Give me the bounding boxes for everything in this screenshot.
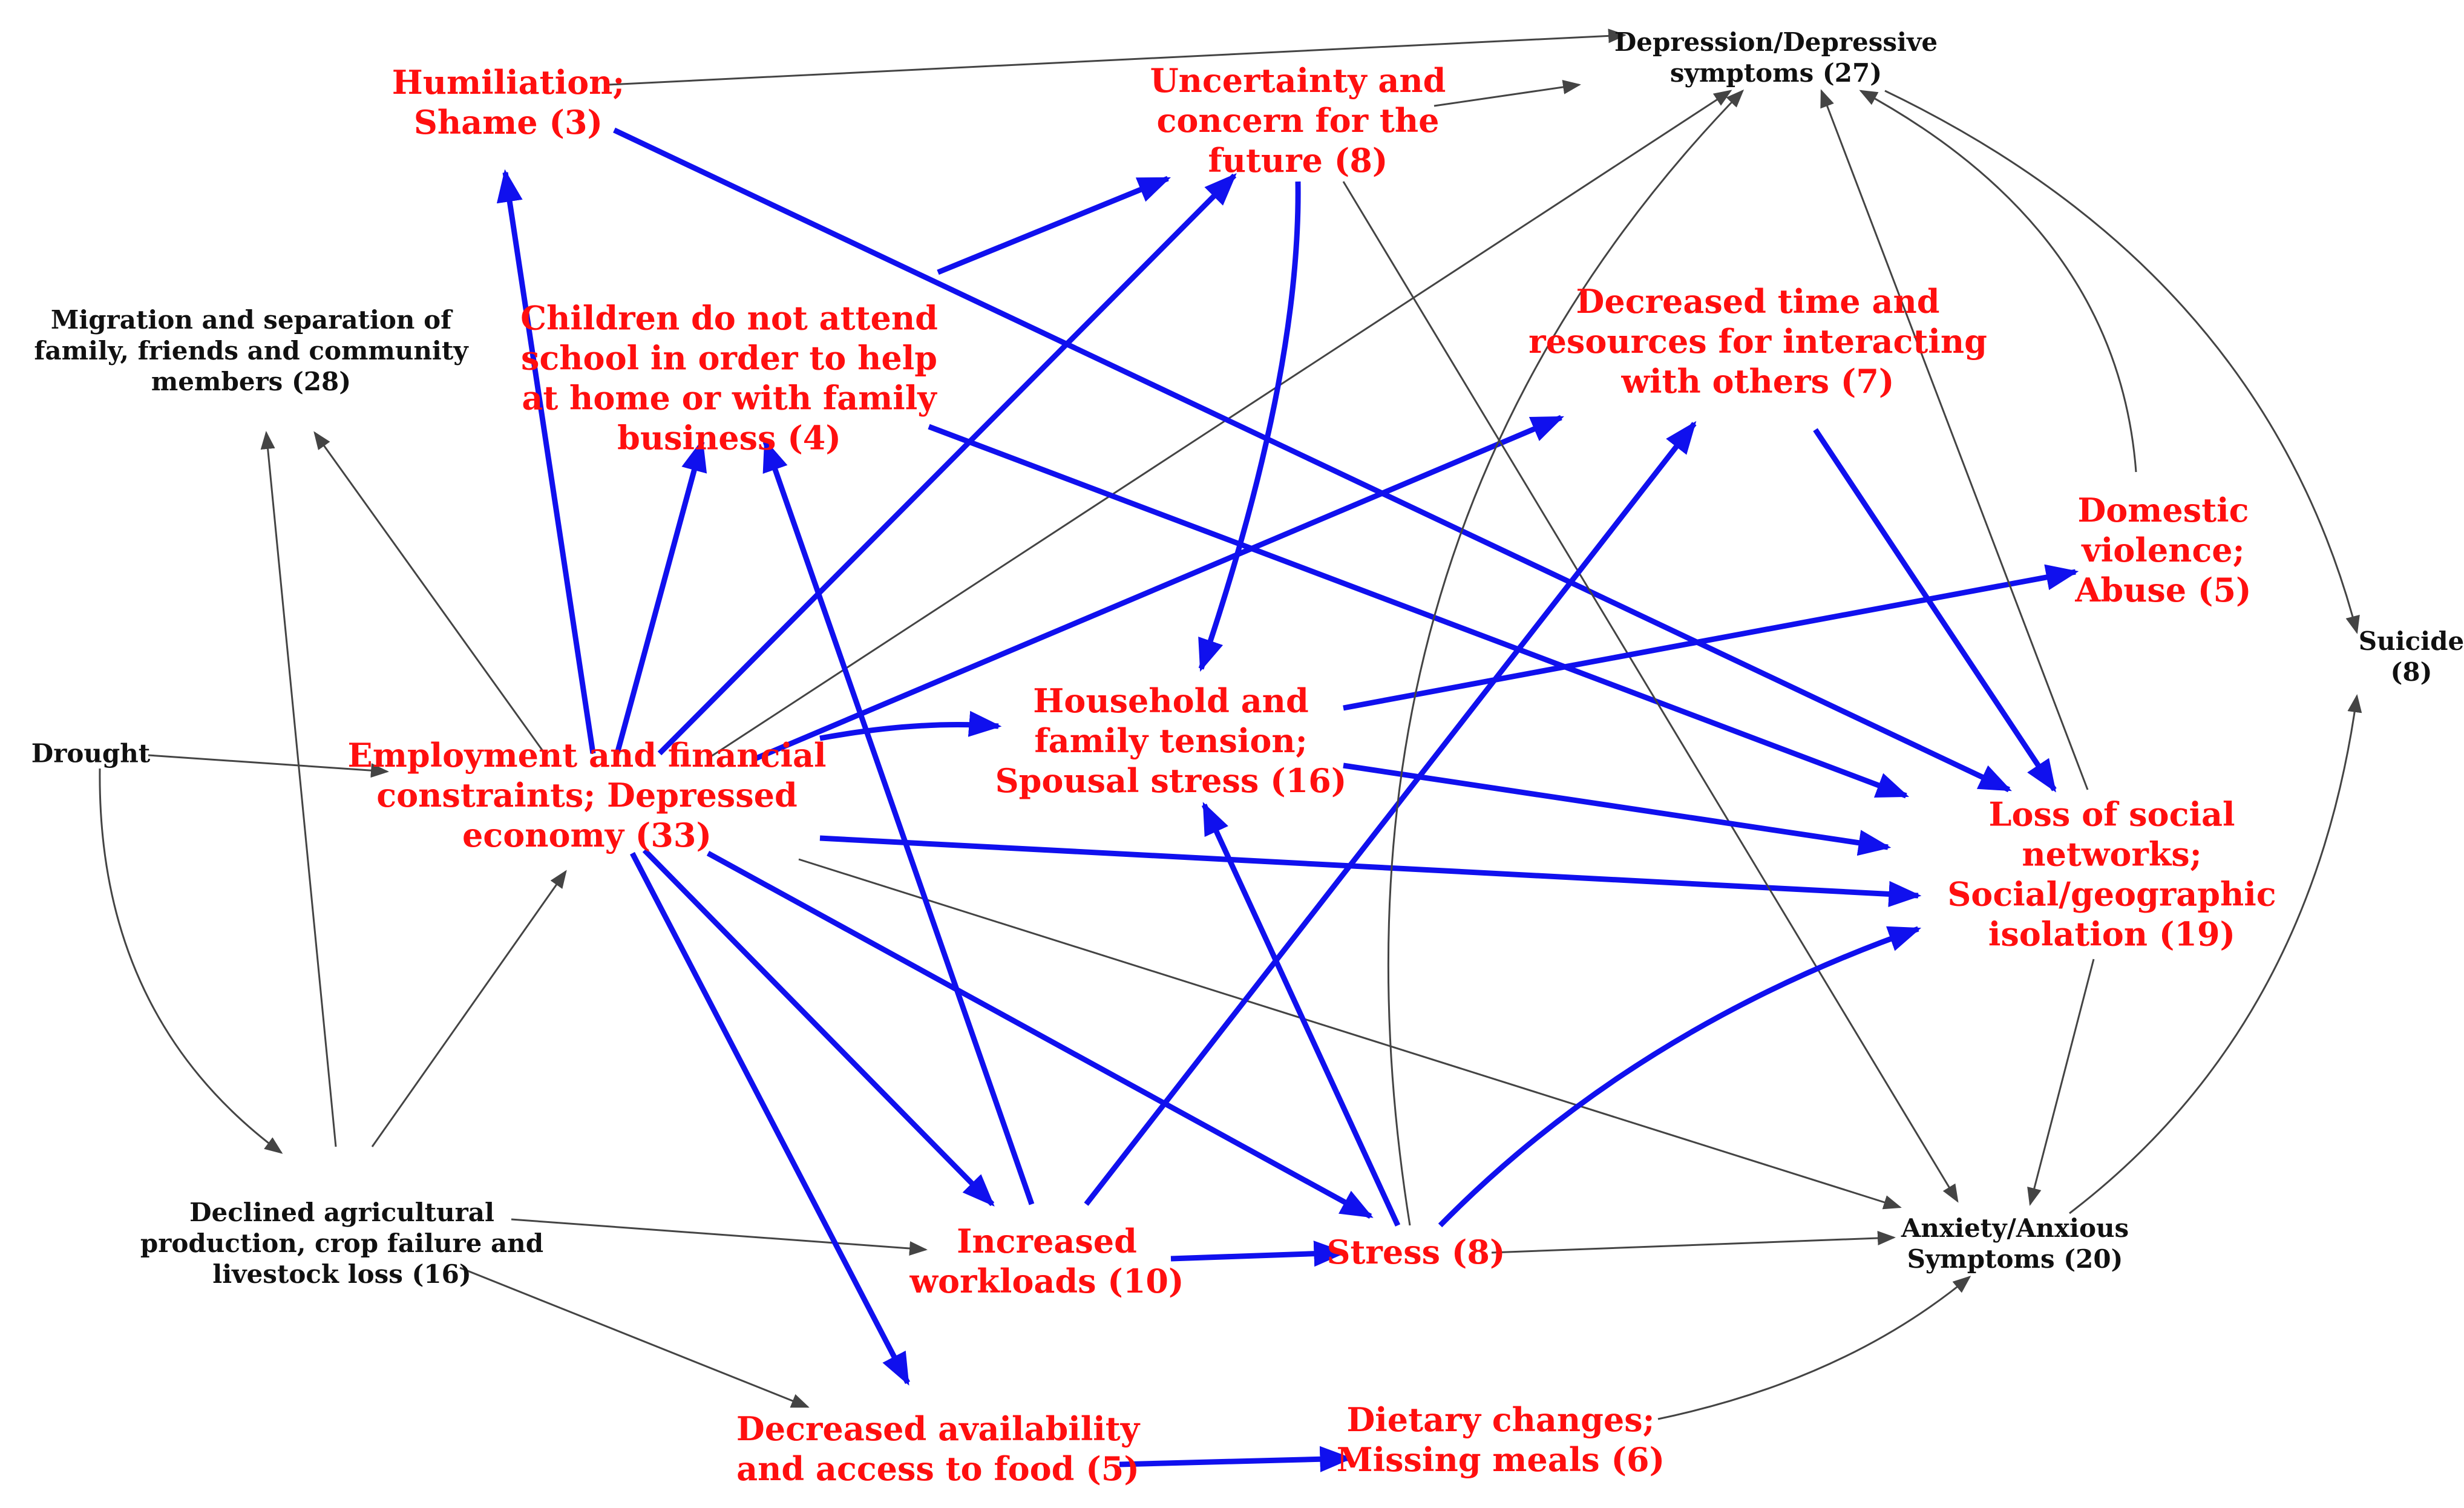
edge-food-to-dietary [1119, 1446, 1353, 1472]
edge-employment-to-workloads [642, 848, 995, 1207]
node-anxiety: Anxiety/Anxious Symptoms (20) [1901, 1213, 2129, 1274]
edge-employment-to-uncertainty [657, 173, 1237, 756]
edge-children-to-loss_social [928, 424, 1910, 799]
node-humiliation: Humiliation; Shame (3) [392, 63, 625, 142]
edge-dietary-to-anxiety [1657, 1276, 1971, 1420]
node-domestic: Domestic violence; Abuse (5) [2075, 491, 2252, 609]
edge-humiliation-to-depression [608, 28, 1627, 86]
edge-uncertainty-to-anxiety [1342, 181, 1959, 1203]
edge-domestic-to-depression [1859, 90, 2137, 473]
edge-declined-to-employment [371, 870, 567, 1147]
edge-anxiety-to-suicide [2069, 694, 2362, 1215]
edge-employment-to-depression [710, 90, 1732, 758]
node-employment: Employment and financial constraints; De… [347, 736, 827, 854]
edge-employment-to-anxiety [798, 858, 1902, 1210]
node-migration: Migration and separation of family, frie… [34, 305, 468, 397]
node-drought: Drought [31, 738, 151, 769]
edge-loss_social-to-anxiety [2027, 959, 2095, 1206]
edge-depression-to-suicide [1884, 90, 2360, 634]
edge-household-to-domestic [1343, 564, 2079, 711]
node-declined: Declined agricultural production, crop f… [140, 1198, 544, 1290]
edge-employment-to-stress [706, 851, 1374, 1219]
node-depression: Depression/Depressive symptoms (27) [1614, 27, 1938, 88]
edge-stress-to-household [1201, 802, 1401, 1227]
node-loss-social: Loss of social networks; Social/geograph… [1947, 795, 2276, 953]
edge-employment-to-loss_social [819, 835, 1922, 908]
edge-workloads-to-stress [1170, 1241, 1347, 1267]
edge-drought-to-employment [148, 754, 389, 778]
node-children: Children do not attend school in order t… [520, 298, 938, 457]
edge-employment-to-household [819, 710, 1002, 741]
edge-employment-to-children [614, 438, 707, 755]
node-stress: Stress (8) [1326, 1233, 1506, 1272]
edge-employment-to-food [630, 851, 910, 1386]
node-decreased-time: Decreased time and resources for interac… [1529, 282, 1987, 401]
edge-stress-to-anxiety [1491, 1231, 1896, 1254]
node-suicide: Suicide (8) [2358, 626, 2464, 687]
edge-employment-to-humiliation [496, 169, 596, 754]
edge-declined-to-food [459, 1267, 810, 1408]
edge-stress-to-loss_social [1438, 926, 1922, 1228]
node-uncertainty: Uncertainty and concern for the future (… [1150, 61, 1446, 180]
edge-employment-to-decreased_time [752, 415, 1564, 762]
edge-humiliation-to-loss_social [613, 127, 2012, 793]
edge-decreased_time-to-loss_social [1813, 428, 2057, 793]
edge-loss_social-to-depression [1820, 89, 2089, 790]
edge-uncertainty-to-depression [1434, 80, 1581, 107]
edge-declined-to-migration [260, 431, 337, 1147]
node-household: Household and family tension; Spousal st… [995, 681, 1347, 800]
edge-declined-to-workloads [511, 1218, 928, 1256]
edge-workloads-to-decreased_time [1084, 421, 1697, 1206]
node-dietary: Dietary changes; Missing meals (6) [1336, 1400, 1665, 1479]
edge-stress-to-depression [1387, 89, 1745, 1226]
node-food: Decreased availability and access to foo… [736, 1409, 1140, 1488]
node-workloads: Increased workloads (10) [909, 1222, 1184, 1300]
edge-drought-to-declined [99, 768, 283, 1154]
edge-employment-to-migration [313, 431, 546, 754]
edge-uncertainty-to-household [1198, 181, 1301, 672]
edge-children-to-uncertainty [937, 175, 1171, 275]
edge-household-to-loss_social [1343, 762, 1892, 856]
edge-workloads-to-children [762, 438, 1035, 1205]
